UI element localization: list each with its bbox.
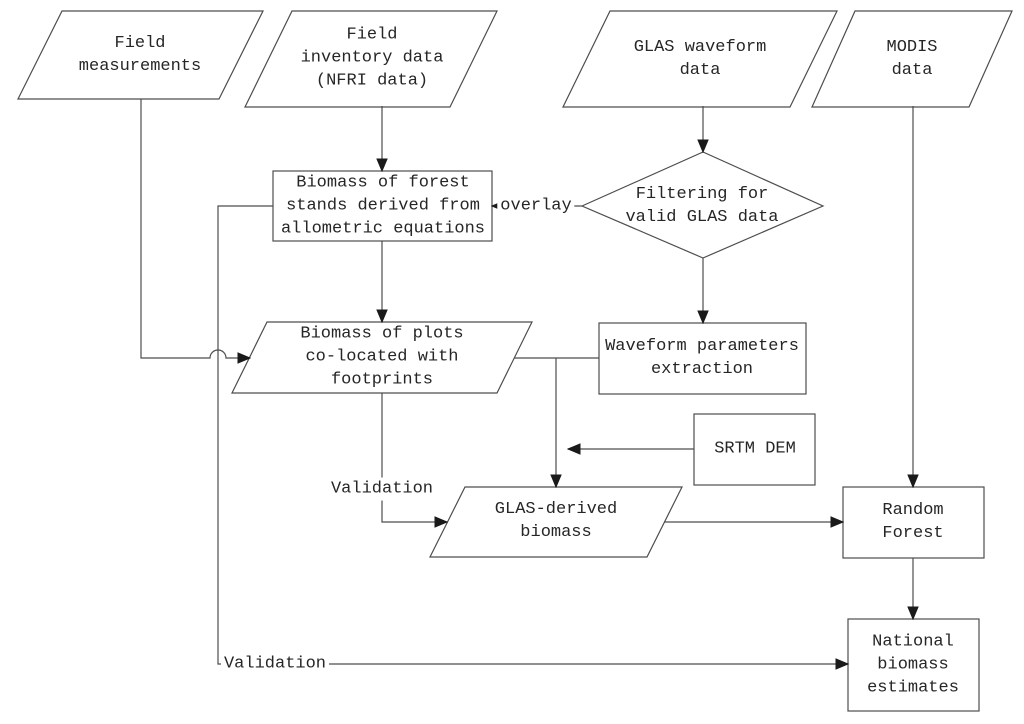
node-field-inventory-label: Field inventory data (NFRI data) <box>300 25 444 91</box>
edge-measurements-to-plots <box>140 99 250 358</box>
node-random-forest <box>842 486 985 559</box>
edge-plots-validation-to-glas-biomass <box>381 393 447 522</box>
edge-label-validation-mid: Validation <box>327 477 437 501</box>
edge-label-validation-bottom: Validation <box>220 652 330 676</box>
node-glas-waveform <box>562 10 838 108</box>
node-filtering-diamond <box>580 151 825 259</box>
node-modis <box>811 10 1013 108</box>
node-field-measurements <box>17 10 264 100</box>
node-biomass-forest-stands-label: Biomass of forest stands derived from al… <box>280 173 486 239</box>
node-modis-label: MODIS data <box>886 38 938 80</box>
node-waveform-params-label: Waveform parameters extraction <box>605 337 799 379</box>
edge-label-overlay: overlay <box>497 194 575 218</box>
node-glas-derived-biomass <box>429 486 683 558</box>
node-filtering-label: Filtering for valid GLAS data <box>625 185 779 227</box>
node-glas-derived-biomass-label: GLAS-derived biomass <box>494 500 618 542</box>
node-field-inventory <box>244 10 498 108</box>
node-national-biomass <box>847 618 980 712</box>
node-glas-waveform-label: GLAS waveform data <box>633 38 767 80</box>
node-srtm-dem <box>693 413 816 486</box>
node-srtm-dem-label: SRTM DEM <box>714 439 796 459</box>
edge-stands-validation-to-national <box>217 205 848 664</box>
node-field-measurements-label: Field measurements <box>78 34 202 76</box>
node-biomass-plots <box>231 321 533 394</box>
node-random-forest-label: Random Forest <box>882 501 944 543</box>
node-national-biomass-label: National biomass estimates <box>867 632 959 698</box>
node-biomass-plots-label: Biomass of plots co-located with footpri… <box>300 324 464 390</box>
